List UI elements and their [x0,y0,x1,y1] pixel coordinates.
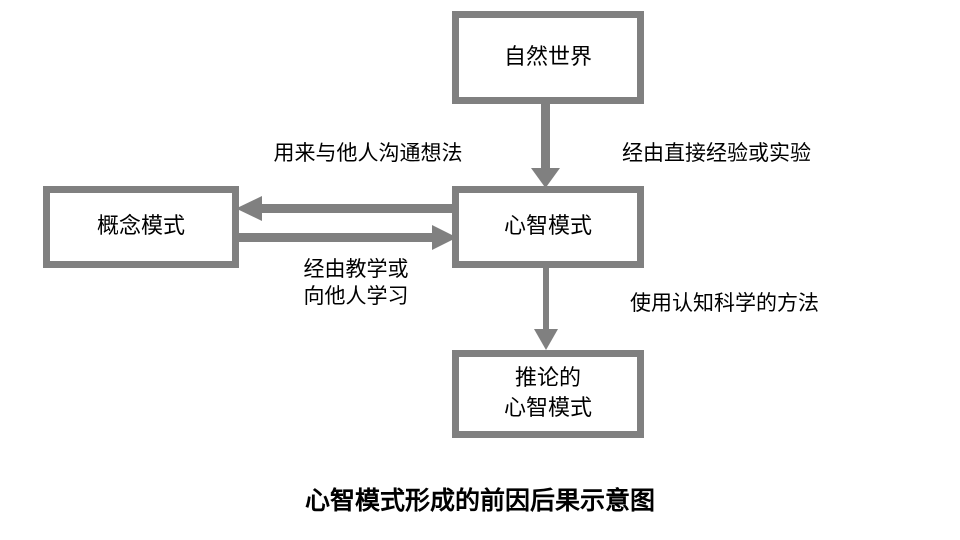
node-inferred-mental-model[interactable]: 推论的 心智模式 [452,350,644,438]
node-natural-world-label: 自然世界 [503,44,592,70]
node-mental-model-label: 心智模式 [503,214,592,240]
node-mental-model[interactable]: 心智模式 [452,186,644,268]
edge-teaching-arrow [236,225,457,250]
edge-label-teaching: 经由教学或 向他人学习 [303,257,409,309]
node-inferred-mental-model-label: 推论的 心智模式 [503,366,592,421]
edge-label-experience: 经由直接经验或实验 [622,141,811,165]
edge-label-cognitive-science: 使用认知科学的方法 [630,291,819,315]
edge-cognitive-science-arrow [534,268,558,350]
edge-label-communicate: 用来与他人沟通想法 [273,141,463,165]
node-natural-world[interactable]: 自然世界 [452,11,644,104]
edge-experience-arrow [531,104,560,188]
edge-communicate-arrow [236,196,456,221]
node-conceptual-model[interactable]: 概念模式 [43,186,239,268]
node-conceptual-model-label: 概念模式 [96,214,185,240]
diagram-caption: 心智模式形成的前因后果示意图 [304,486,655,515]
